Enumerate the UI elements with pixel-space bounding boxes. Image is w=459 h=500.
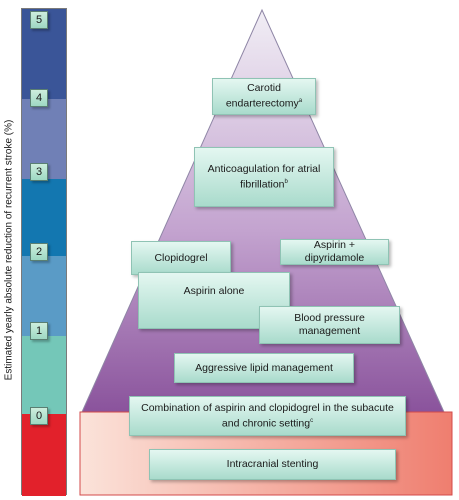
anticoagulation-note: b	[284, 178, 288, 185]
tick-4: 4	[30, 89, 48, 107]
box-lipid-management: Aggressive lipid management	[174, 353, 354, 383]
aspirin-dipyridamole-text: Aspirin + dipyridamole	[304, 239, 365, 264]
band-0	[22, 414, 66, 496]
tick-5: 5	[30, 11, 48, 29]
box-aspirin-alone: Aspirin alone	[138, 272, 290, 329]
tick-3: 3	[30, 163, 48, 181]
tick-1: 1	[30, 322, 48, 340]
combination-text: Combination of aspirin and clopidogrel i…	[141, 401, 394, 430]
anticoagulation-text: Anticoagulation for atrial fibrillation	[207, 162, 321, 191]
stenting-text: Intracranial stenting	[226, 458, 319, 470]
box-clopidogrel: Clopidogrel	[131, 241, 231, 275]
box-carotid-endarterectomy: Carotid endarterectomya	[212, 78, 316, 115]
pyramid-shape	[81, 8, 445, 413]
clopidogrel-text: Clopidogrel	[154, 251, 208, 264]
carotid-text: Carotid endarterectomy	[225, 82, 299, 110]
box-combination-therapy: Combination of aspirin and clopidogrel i…	[129, 396, 406, 436]
box-intracranial-stenting: Intracranial stenting	[149, 449, 396, 480]
blood-pressure-text: Blood pressure management	[294, 312, 365, 337]
box-blood-pressure: Blood pressure management	[259, 306, 400, 344]
lipid-text: Aggressive lipid management	[195, 361, 333, 374]
box-anticoagulation: Anticoagulation for atrial fibrillationb	[194, 147, 334, 207]
tick-2: 2	[30, 243, 48, 261]
box-aspirin-dipyridamole: Aspirin + dipyridamole	[280, 239, 389, 265]
combination-note: c	[310, 417, 314, 424]
carotid-note: a	[298, 98, 303, 105]
tick-0: 0	[30, 407, 48, 425]
band-1	[22, 336, 66, 414]
aspirin-alone-text: Aspirin alone	[183, 285, 245, 297]
reduction-scale-bar: 5 4 3 2 1 0	[21, 8, 67, 496]
